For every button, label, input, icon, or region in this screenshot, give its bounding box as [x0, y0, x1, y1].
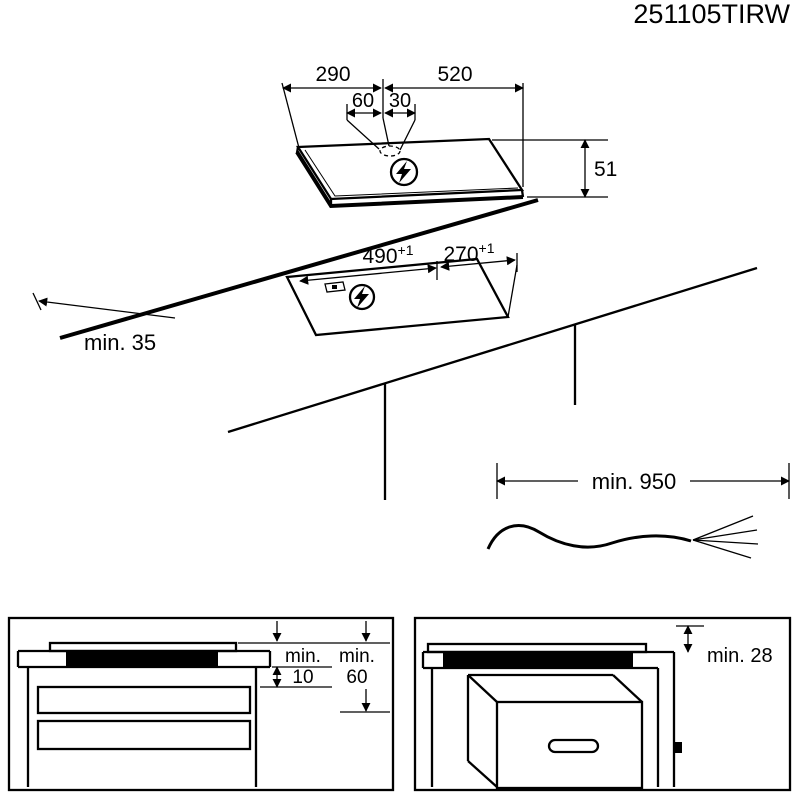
cable-length-view: min. 950 [486, 463, 790, 559]
hob-glass [426, 642, 648, 654]
cutout-outline [285, 257, 510, 337]
min-950-label: min. 950 [592, 469, 676, 494]
min-28-label: min. 28 [707, 645, 773, 667]
min-60-value: 60 [346, 667, 367, 688]
drawer-bottom [36, 719, 252, 751]
dim-520-label: 520 [437, 63, 472, 86]
cabinet-knob [674, 742, 682, 753]
worktop-front-edge [227, 266, 758, 434]
perspective-view: 290 520 60 30 51 [281, 63, 617, 209]
dim-30-label: 30 [389, 90, 411, 112]
side-view-left-panel: min. 10 min. 60 [7, 616, 395, 792]
dim-51-label: 51 [594, 158, 617, 181]
dim-490-label: 490+1 [362, 242, 413, 268]
oven-front [495, 700, 644, 790]
model-number: 251105TIRW [633, 0, 790, 29]
oven-handle [547, 738, 600, 754]
dim-60-label: 60 [352, 90, 374, 112]
min-10-label: min. [285, 646, 321, 667]
cutout-view: 490+1 270+1 min. 35 [32, 198, 758, 500]
hob-body [66, 651, 218, 667]
lightning-bolt-icon [396, 161, 411, 183]
panel-border [413, 616, 792, 792]
lightning-bolt-icon [354, 286, 369, 308]
hob-body [443, 652, 633, 668]
cable-exit-hole [379, 145, 401, 157]
min-35-label: min. 35 [84, 330, 156, 355]
panel-border [7, 616, 395, 792]
min-10-value: 10 [292, 667, 313, 688]
drawer-top [36, 685, 252, 715]
dim-290-label: 290 [315, 63, 350, 86]
side-view-right-panel: min. 28 [413, 616, 792, 792]
min-60-label: min. [339, 646, 375, 667]
dim-270-label: 270+1 [443, 240, 494, 266]
worktop-back-edge [59, 198, 539, 340]
power-cable [486, 524, 692, 550]
hob-glass [48, 641, 238, 653]
